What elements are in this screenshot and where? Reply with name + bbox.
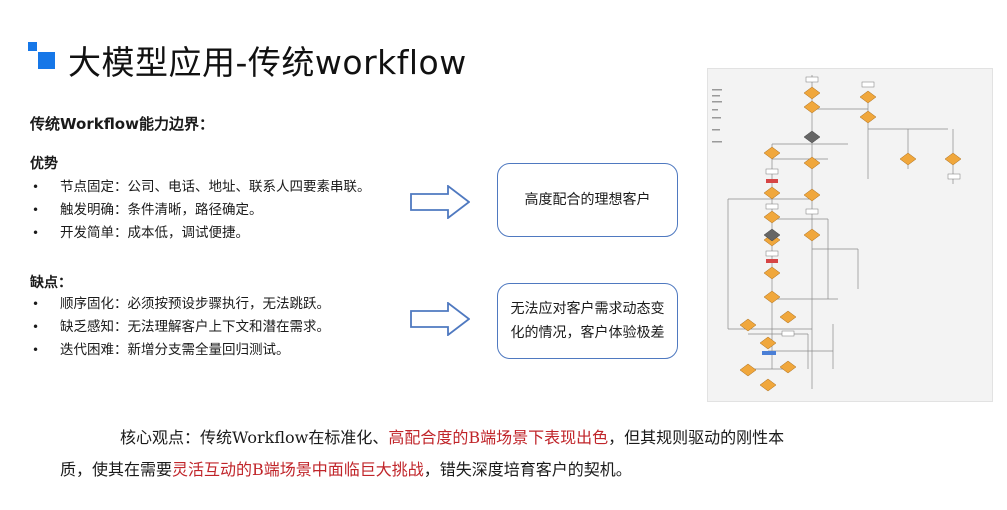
- core-text: ，错失深度培育客户的契机。: [423, 460, 632, 479]
- core-highlight: 灵活互动的B端场景中面临巨大挑战: [172, 460, 424, 479]
- core-text: ，但其规则驱动的刚性本: [608, 428, 785, 447]
- list-item: 开发简单：成本低，调试便捷。: [32, 222, 371, 245]
- core-text: 核心观点：传统Workflow在标准化、: [120, 428, 389, 447]
- page-title: 大模型应用-传统workflow: [68, 43, 467, 82]
- arrow-right-icon: [410, 185, 470, 219]
- list-item: 触发明确：条件清晰，路径确定。: [32, 199, 371, 222]
- workflow-diagram-icon: [712, 75, 962, 392]
- arrow-right-icon: [410, 302, 470, 336]
- section-subtitle: 传统Workflow能力边界：: [30, 115, 214, 133]
- list-item: 节点固定：公司、电话、地址、联系人四要素串联。: [32, 176, 371, 199]
- ideal-customer-text: 高度配合的理想客户: [524, 192, 651, 208]
- disadvantages-list: 顺序固化：必须按预设步骤执行，无法跳跃。 缺乏感知：无法理解客户上下文和潜在需求…: [32, 293, 330, 362]
- core-viewpoint: 核心观点：传统Workflow在标准化、高配合度的B端场景下表现出色，但其规则驱…: [60, 422, 950, 486]
- list-item: 缺乏感知：无法理解客户上下文和潜在需求。: [32, 316, 330, 339]
- advantages-list: 节点固定：公司、电话、地址、联系人四要素串联。 触发明确：条件清晰，路径确定。 …: [32, 176, 371, 245]
- disadvantages-heading: 缺点：: [30, 275, 72, 291]
- list-item: 迭代困难：新增分支需全量回归测试。: [32, 339, 330, 362]
- core-highlight: 高配合度的B端场景下表现出色: [388, 428, 609, 447]
- poor-experience-line: 无法应对客户需求动态变: [510, 301, 665, 317]
- core-text: 质，使其在需要: [60, 460, 173, 479]
- logo-icon: [28, 42, 56, 70]
- ideal-customer-box: 高度配合的理想客户: [497, 163, 678, 237]
- poor-experience-box: 无法应对客户需求动态变 化的情况，客户体验极差: [497, 283, 678, 359]
- advantages-heading: 优势: [30, 156, 58, 172]
- workflow-diagram-image: [707, 68, 993, 402]
- list-item: 顺序固化：必须按预设步骤执行，无法跳跃。: [32, 293, 330, 316]
- poor-experience-line: 化的情况，客户体验极差: [510, 325, 665, 341]
